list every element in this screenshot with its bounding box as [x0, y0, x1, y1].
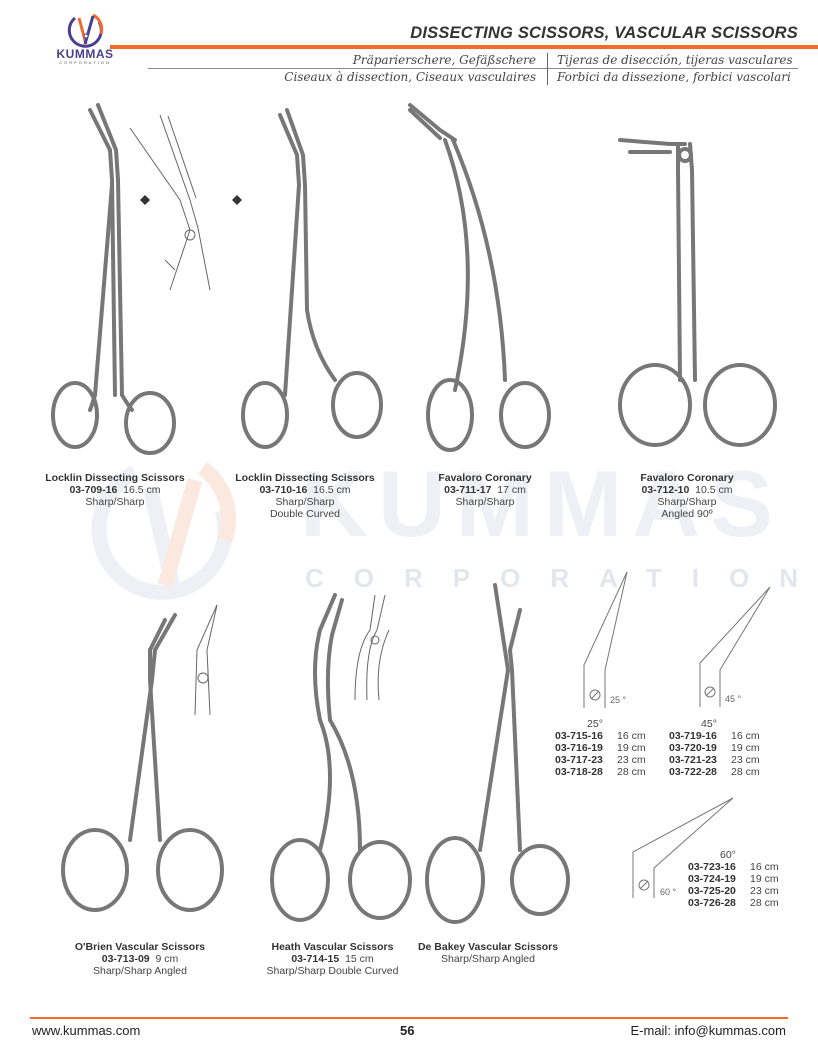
product-caption: O'Brien Vascular Scissors 03-713-09 9 cm…: [55, 941, 225, 977]
brand-tagline: CORPORATION: [59, 60, 111, 65]
product-size: 16.5 cm: [123, 484, 161, 496]
subtitle-es: Tijeras de disección, tijeras vasculares: [557, 53, 793, 67]
product-caption: Locklin Dissecting Scissors 03-709-16 16…: [30, 472, 200, 508]
product-image-locklin-709: [51, 103, 176, 455]
svg-text:45 °: 45 °: [725, 694, 742, 704]
product-code: 03-709-16: [69, 484, 118, 496]
footer-website-link[interactable]: www.kummas.com: [32, 1023, 141, 1038]
blade-detail-obrien: [194, 604, 218, 716]
brand-logo: KUMMAS CORPORATION: [50, 12, 120, 74]
product-image-obrien-713: [61, 613, 224, 912]
product-size: 10.5 cm: [695, 484, 733, 496]
product-name: Locklin Dissecting Scissors: [235, 472, 375, 484]
product-desc: Sharp/Sharp: [85, 496, 145, 508]
product-image-locklin-710: [241, 108, 383, 449]
product-name: O'Brien Vascular Scissors: [74, 941, 206, 953]
product-name: Favaloro Coronary: [640, 472, 734, 484]
angle-diagram-25: 25 °: [583, 571, 628, 708]
product-desc: Sharp/Sharp: [275, 496, 335, 508]
product-code: 03-713-09: [101, 953, 150, 965]
angle-label: 60°: [720, 849, 736, 861]
product-desc: Angled 90º: [661, 508, 713, 520]
product-desc: Double Curved: [269, 508, 341, 520]
footer-accent-bar: [30, 1017, 788, 1019]
brand-name: KUMMAS: [56, 47, 114, 61]
product-size: 17 cm: [497, 484, 526, 496]
watermark-logo: [90, 450, 240, 605]
product-desc: Sharp/Sharp Angled: [93, 965, 187, 977]
product-desc: Sharp/Sharp Angled: [441, 953, 535, 965]
product-size: 15 cm: [345, 953, 374, 965]
product-caption: Locklin Dissecting Scissors 03-710-16 16…: [220, 472, 390, 520]
logo-mark-icon: [67, 13, 104, 48]
product-size: 9 cm: [155, 953, 179, 965]
product-desc: Sharp/Sharp Double Curved: [266, 965, 399, 977]
subtitle-divider-horizontal: [148, 68, 798, 69]
angle-diagram-60: 60 °: [632, 797, 734, 898]
product-desc: Sharp/Sharp: [455, 496, 515, 508]
product-code: 03-712-10: [641, 484, 690, 496]
svg-text:25 °: 25 °: [610, 695, 627, 705]
page-number: 56: [400, 1023, 415, 1038]
product-image-favaloro-711: [408, 103, 551, 452]
product-image-heath-714: [270, 593, 412, 922]
blade-detail-drawing: [129, 114, 242, 291]
product-name: De Bakey Vascular Scissors: [417, 941, 559, 953]
product-name: Heath Vascular Scissors: [271, 941, 394, 953]
product-name: Locklin Dissecting Scissors: [45, 472, 185, 484]
product-code: 03-710-16: [259, 484, 308, 496]
blade-detail-heath: [354, 594, 390, 701]
watermark-subtext: CORPORATION: [305, 563, 818, 593]
subtitle-de: Präparierschere, Gefäßschere: [352, 53, 536, 67]
product-name: Favaloro Coronary: [438, 472, 532, 484]
subtitle-divider-vertical: [547, 53, 548, 85]
subtitle-fr: Ciseaux à dissection, Ciseaux vasculaire…: [284, 70, 536, 84]
header-accent-bar: [110, 45, 818, 49]
product-caption: Heath Vascular Scissors 03-714-15 15 cm …: [250, 941, 415, 977]
product-desc: Sharp/Sharp: [657, 496, 717, 508]
subtitle-it: Forbici da dissezione, forbici vascolari: [557, 70, 791, 84]
page-title: DISSECTING SCISSORS, VASCULAR SCISSORS: [410, 24, 798, 42]
angle-label: 25°: [587, 718, 603, 730]
product-size: 16.5 cm: [313, 484, 351, 496]
product-caption: De Bakey Vascular Scissors Sharp/Sharp A…: [408, 941, 568, 965]
watermark-text: KUMMAS: [300, 451, 783, 556]
product-image-favaloro-712: [618, 138, 777, 447]
product-code: 03-714-15: [291, 953, 340, 965]
angle-diagram-45: 45 °: [699, 586, 771, 707]
product-caption: Favaloro Coronary 03-712-10 10.5 cm Shar…: [612, 472, 762, 520]
product-caption: Favaloro Coronary 03-711-17 17 cm Sharp/…: [410, 472, 560, 508]
product-code: 03-711-17: [444, 484, 492, 496]
product-image-debakey: [425, 583, 570, 924]
angle-label: 45°: [701, 718, 717, 730]
footer-email-link[interactable]: E-mail: info@kummas.com: [630, 1023, 786, 1038]
svg-text:60 °: 60 °: [660, 887, 677, 897]
